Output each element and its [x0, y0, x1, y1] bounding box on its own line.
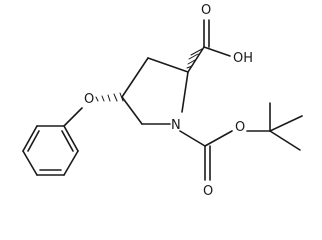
ether-oxygen-label: O: [84, 92, 94, 107]
carboxyl-carbonyl-oxygen-label: O: [201, 3, 211, 18]
pyrrolidine-ring: [121, 57, 189, 125]
phenoxy-group: O: [22, 92, 94, 176]
carbamate-ether-oxygen-label: O: [235, 120, 245, 135]
structure-diagram: O OH N O O O: [22, 3, 303, 199]
hashed-stereo-bond: [186, 70, 190, 74]
skeletal-formula: O OH N O O O: [22, 3, 303, 199]
ring-nitrogen-label: N: [171, 118, 181, 133]
carbamate-carbonyl-oxygen-label: O: [203, 184, 213, 199]
carboxyl-hydroxyl-label: OH: [233, 51, 253, 66]
carboxylic-acid-group: O OH: [187, 3, 253, 73]
boc-carbamate-group: O O: [179, 102, 303, 199]
ring-stereo-hash-c2: [186, 48, 203, 69]
ring-stereo-hash-c4: [95, 92, 124, 102]
